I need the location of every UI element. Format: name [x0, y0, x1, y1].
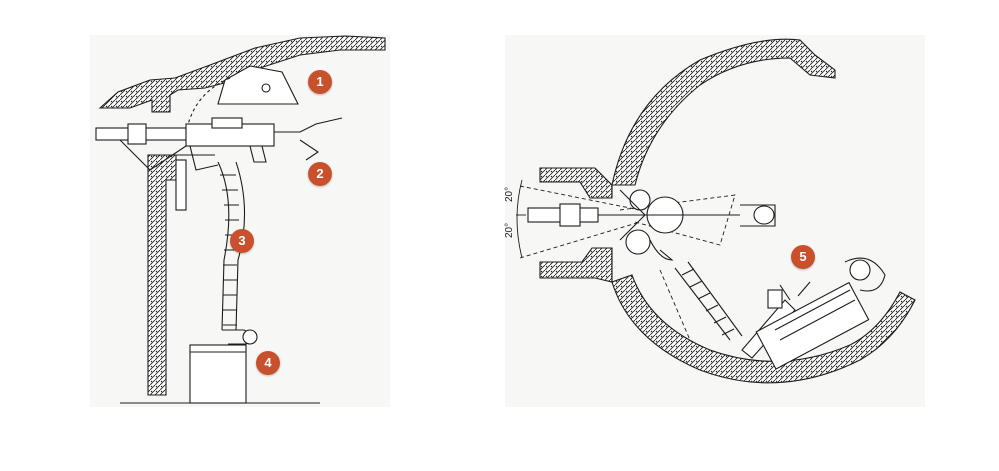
marker-1: 1: [308, 70, 332, 94]
marker-2: 2: [308, 162, 332, 186]
plan-ammo-chute: [649, 239, 743, 341]
circular-wall-lower: [611, 274, 916, 384]
left-drawing: [95, 35, 386, 404]
marker-4: 4: [256, 351, 280, 375]
angle-label-upper: 20°: [504, 187, 515, 202]
marker-3: 3: [230, 229, 254, 253]
angle-label-lower: 20°: [504, 223, 515, 238]
embrasure-upper: [539, 167, 613, 199]
embrasure-lower: [539, 247, 613, 283]
right-drawing: [516, 38, 916, 384]
plan-ammo-box: [741, 257, 886, 370]
ammo-box: [189, 344, 247, 404]
circular-wall: [611, 38, 836, 186]
marker-5: 5: [791, 245, 815, 269]
concrete-wall: [147, 154, 177, 396]
cupola-shield: [217, 65, 299, 105]
